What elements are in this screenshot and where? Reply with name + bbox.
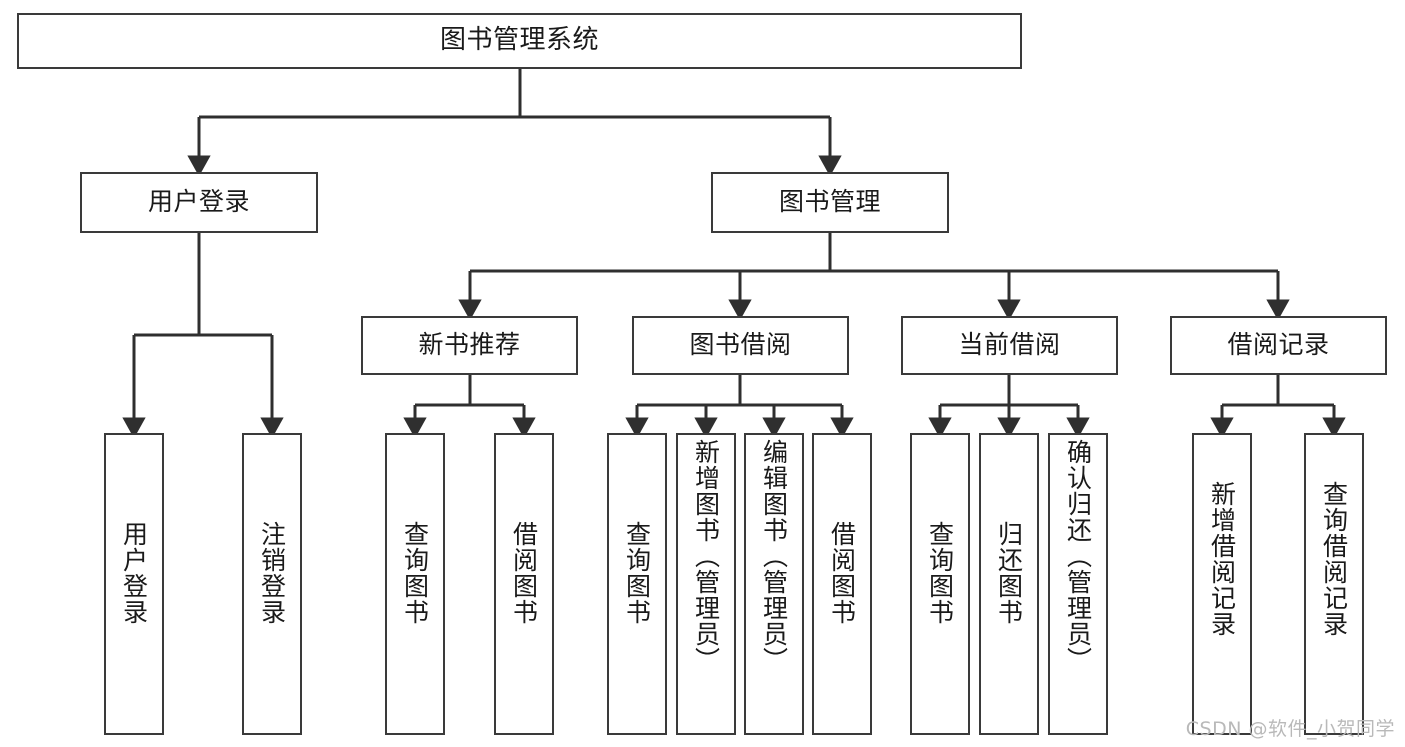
- node-leaf-add-borrow-record[interactable]: 新增借阅记录: [1192, 433, 1252, 735]
- node-label: 归还图书: [994, 521, 1024, 625]
- node-label: 借阅图书: [509, 521, 539, 625]
- node-leaf-return-book[interactable]: 归还图书: [979, 433, 1039, 735]
- node-label: 新书推荐: [418, 330, 521, 360]
- node-leaf-query-book-borrow[interactable]: 查询图书: [607, 433, 667, 735]
- node-label: 注销登录: [257, 521, 287, 625]
- node-leaf-borrow-book-new[interactable]: 借阅图书: [494, 433, 554, 735]
- node-label: 确认归还（管理员）: [1063, 439, 1093, 673]
- node-book-borrowing[interactable]: 图书借阅: [632, 316, 849, 375]
- node-label: 查询借阅记录: [1319, 481, 1349, 637]
- node-label: 新增借阅记录: [1207, 481, 1237, 637]
- node-label: 查询图书: [622, 521, 652, 625]
- node-leaf-query-book-new[interactable]: 查询图书: [385, 433, 445, 735]
- node-label: 图书管理: [778, 187, 881, 217]
- node-leaf-user-login[interactable]: 用户登录: [104, 433, 164, 735]
- node-leaf-edit-book-admin[interactable]: 编辑图书（管理员）: [744, 433, 804, 735]
- node-label: 查询图书: [925, 521, 955, 625]
- node-current-borrowing[interactable]: 当前借阅: [901, 316, 1118, 375]
- node-label: 用户登录: [147, 187, 250, 217]
- node-label: 新增图书（管理员）: [691, 439, 721, 673]
- node-label: 编辑图书（管理员）: [759, 439, 789, 673]
- node-root-library-management-system[interactable]: 图书管理系统: [17, 13, 1022, 69]
- node-leaf-confirm-return-admin[interactable]: 确认归还（管理员）: [1048, 433, 1108, 735]
- node-book-management[interactable]: 图书管理: [711, 172, 949, 233]
- node-label: 当前借阅: [958, 330, 1061, 360]
- node-leaf-borrow-book-borrow[interactable]: 借阅图书: [812, 433, 872, 735]
- csdn-watermark: CSDN @软件_小贺同学: [1185, 718, 1395, 740]
- node-label: 图书管理系统: [439, 25, 599, 56]
- node-label: 借阅图书: [827, 521, 857, 625]
- node-leaf-query-book-current[interactable]: 查询图书: [910, 433, 970, 735]
- node-leaf-query-borrow-record[interactable]: 查询借阅记录: [1304, 433, 1364, 735]
- node-leaf-add-book-admin[interactable]: 新增图书（管理员）: [676, 433, 736, 735]
- node-label: 查询图书: [400, 521, 430, 625]
- node-label: 借阅记录: [1227, 330, 1330, 360]
- node-label: 图书借阅: [689, 330, 792, 360]
- node-user-login[interactable]: 用户登录: [80, 172, 318, 233]
- node-leaf-logout[interactable]: 注销登录: [242, 433, 302, 735]
- node-new-book-recommendation[interactable]: 新书推荐: [361, 316, 578, 375]
- node-label: 用户登录: [119, 521, 149, 625]
- node-borrowing-record[interactable]: 借阅记录: [1170, 316, 1387, 375]
